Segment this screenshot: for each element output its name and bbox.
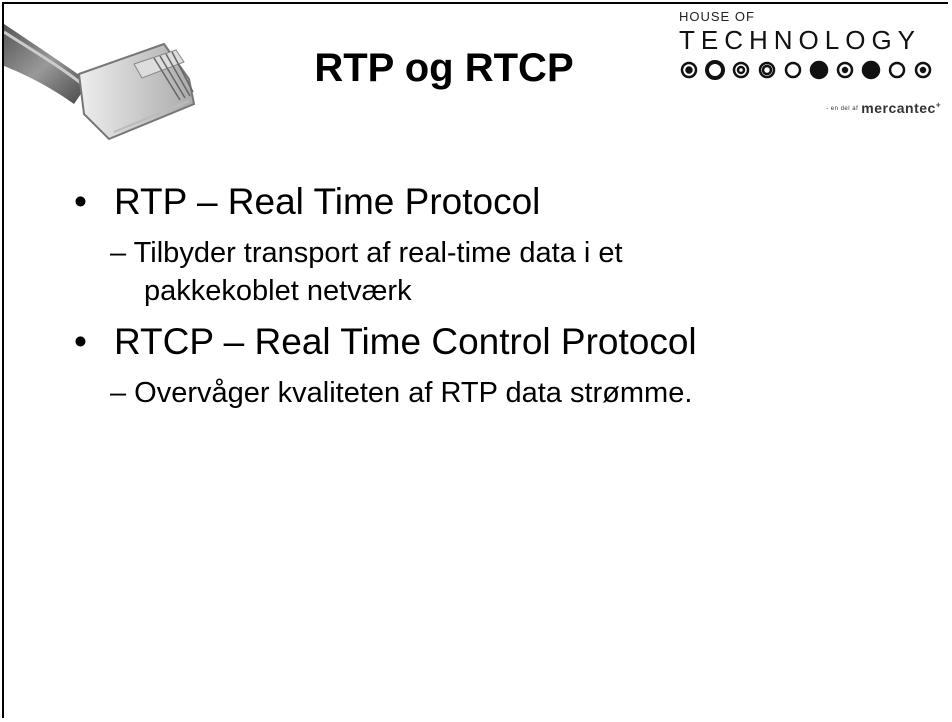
logo-circles-icon <box>680 60 932 80</box>
logo-line2: TECHNOLOGY <box>679 25 922 55</box>
logo-tagline: - en del af <box>826 106 859 113</box>
sub-bullet-rtp-line2: pakkekoblet netværk <box>144 275 412 307</box>
sub-bullet-rtp-line1: – Tilbyder transport af real-time data i… <box>110 237 623 269</box>
bullet-text: RTCP – Real Time Control Protocol <box>114 321 697 362</box>
bullet-rtp: • RTP – Real Time Protocol <box>74 180 540 224</box>
sub-bullet-rtcp-line1: – Overvåger kvaliteten af RTP data strøm… <box>110 377 693 409</box>
bullet-marker: • <box>74 181 87 222</box>
logo-brand: mercantec <box>861 100 936 116</box>
ethernet-cable-image <box>4 4 209 141</box>
bullet-marker: • <box>74 321 87 362</box>
logo-line1: HOUSE OF <box>679 9 755 24</box>
bullet-rtcp: • RTCP – Real Time Control Protocol <box>74 320 697 364</box>
bullet-text: RTP – Real Time Protocol <box>114 181 541 222</box>
slide-title: RTP og RTCP <box>314 46 574 90</box>
